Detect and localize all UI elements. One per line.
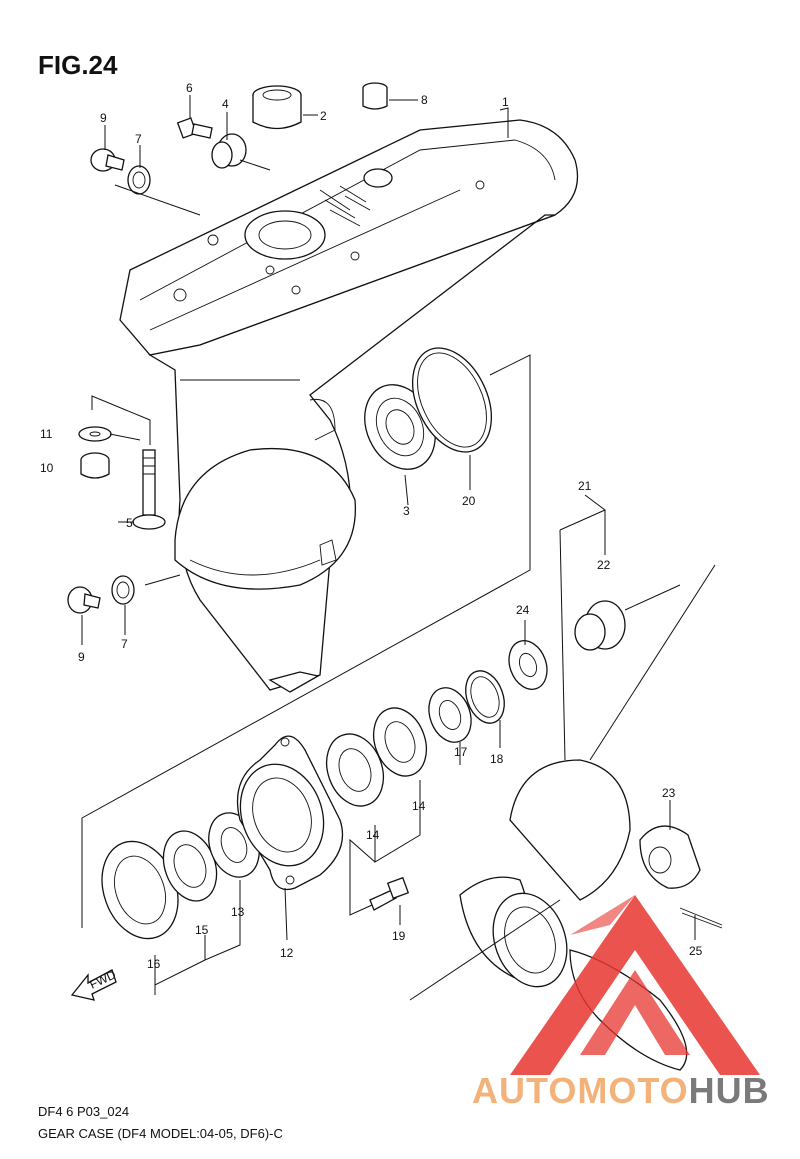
part-12-bearing-housing bbox=[236, 735, 344, 891]
callout-9-upper: 9 bbox=[100, 111, 107, 125]
callout-5: 5 bbox=[126, 516, 133, 530]
callout-20: 20 bbox=[462, 494, 476, 508]
fwd-arrow: FWD bbox=[70, 967, 118, 1001]
callout-18: 18 bbox=[490, 752, 504, 766]
watermark-logo bbox=[510, 895, 760, 1075]
callout-19: 19 bbox=[392, 929, 406, 943]
watermark-word-automoto: AUTOMOTO bbox=[472, 1070, 689, 1111]
figure-caption: GEAR CASE (DF4 MODEL:04-05, DF6)-C bbox=[38, 1126, 283, 1141]
part-10-nut bbox=[80, 452, 110, 479]
callout-10: 10 bbox=[40, 461, 54, 475]
part-14-seal-a bbox=[325, 733, 385, 807]
part-14-seal-b bbox=[372, 707, 428, 777]
callout-14-a: 14 bbox=[366, 828, 380, 842]
callout-16: 16 bbox=[147, 957, 161, 971]
callout-8: 8 bbox=[421, 93, 428, 107]
part-20-o-ring bbox=[412, 347, 492, 453]
callout-24: 24 bbox=[516, 603, 530, 617]
leader-lines bbox=[81, 95, 716, 1001]
callout-7-lower: 7 bbox=[121, 637, 128, 651]
gear-case-housing bbox=[119, 119, 579, 693]
part-22-bushing bbox=[574, 600, 626, 651]
callout-17: 17 bbox=[454, 745, 468, 759]
callout-6: 6 bbox=[186, 81, 193, 95]
part-18-o-ring bbox=[465, 670, 505, 724]
callout-1: 1 bbox=[502, 95, 509, 109]
part-4-grommet bbox=[211, 133, 247, 169]
part-19-bolt bbox=[369, 876, 410, 911]
part-9-drain-screw-lower bbox=[67, 586, 101, 614]
callout-12: 12 bbox=[280, 946, 294, 960]
part-6-bolt bbox=[176, 117, 213, 139]
part-23-nut bbox=[639, 825, 701, 889]
part-25-cotter-pin bbox=[679, 907, 723, 929]
part-7-gasket-lower bbox=[111, 575, 135, 605]
part-17-thrust-washer bbox=[428, 687, 472, 743]
part-15-bearing bbox=[162, 830, 218, 902]
callout-15: 15 bbox=[195, 923, 209, 937]
callout-4: 4 bbox=[222, 97, 229, 111]
callout-13: 13 bbox=[231, 905, 245, 919]
watermark-text: AUTOMOTOHUB bbox=[472, 1070, 770, 1112]
callout-21: 21 bbox=[578, 479, 592, 493]
part-2-bushing bbox=[252, 85, 302, 130]
callout-9-lower: 9 bbox=[78, 650, 85, 664]
callout-25: 25 bbox=[689, 944, 703, 958]
figure-code: DF4 6 P03_024 bbox=[38, 1104, 130, 1119]
callout-22: 22 bbox=[597, 558, 611, 572]
watermark-word-hub: HUB bbox=[688, 1070, 770, 1111]
part-11-washer bbox=[78, 426, 112, 442]
callout-11: 11 bbox=[40, 427, 53, 441]
triangle-mark bbox=[510, 895, 760, 1075]
part-5-stud-bolt bbox=[132, 449, 166, 530]
figure-title: FIG.24 bbox=[38, 50, 118, 80]
callout-7-upper: 7 bbox=[135, 132, 142, 146]
callout-14-b: 14 bbox=[412, 799, 426, 813]
callout-23: 23 bbox=[662, 786, 676, 800]
part-24-spacer bbox=[508, 640, 548, 690]
part-7-gasket-upper bbox=[127, 165, 151, 195]
callout-3: 3 bbox=[403, 504, 410, 518]
callout-numbers: 1 2 3 4 5 6 7 7 8 9 9 10 11 12 13 14 14 … bbox=[40, 81, 703, 971]
callout-2: 2 bbox=[320, 109, 327, 123]
part-8-plug bbox=[362, 82, 388, 110]
part-9-drain-screw-upper bbox=[90, 148, 125, 172]
